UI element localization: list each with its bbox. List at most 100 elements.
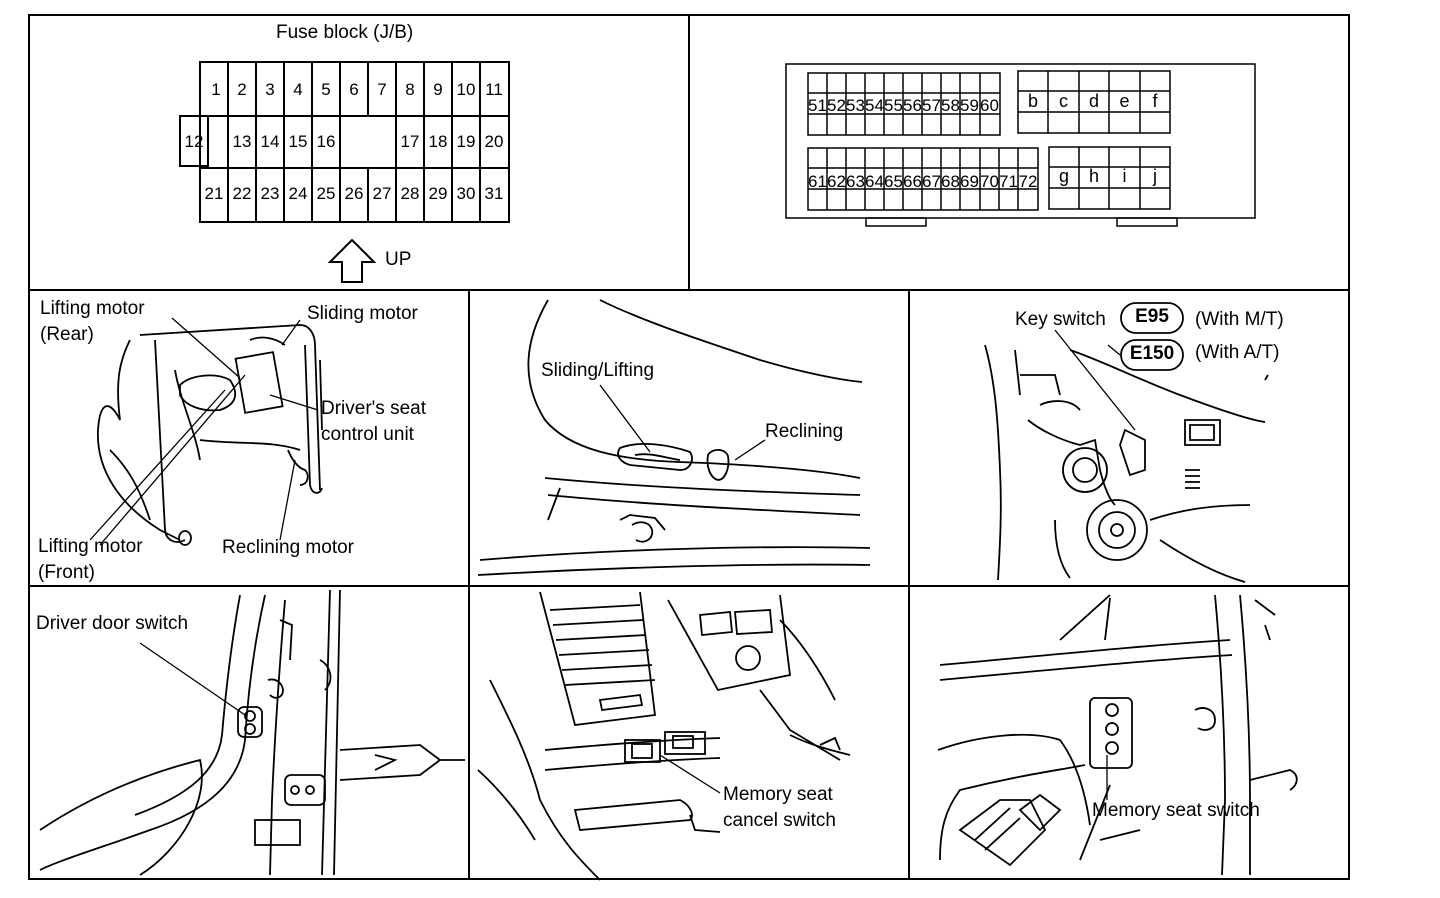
key-switch-drawing [984, 302, 1269, 583]
fuse-cell: 16 [316, 132, 336, 151]
pin-label: c [1059, 91, 1068, 111]
fuse-cell: 9 [433, 80, 443, 99]
divider-row2 [28, 585, 1350, 587]
fuse-block-grid [179, 61, 510, 283]
fuse-cell: 25 [316, 184, 336, 203]
pin-label: 61 [808, 172, 827, 191]
memory-seat-cancel-line2: cancel switch [723, 810, 836, 831]
fuse-cell: 12 [184, 132, 204, 151]
fuse-cell: 4 [293, 80, 303, 99]
door-switch-drawing [39, 589, 465, 876]
fuse-cell: 24 [288, 184, 308, 203]
divider-mid-right [908, 289, 910, 880]
up-label: UP [385, 249, 412, 270]
fuse-block-title: Fuse block (J/B) [276, 22, 414, 43]
fuse-cell: 15 [288, 132, 308, 151]
lifting-motor-rear-label: Lifting motor (Rear) [40, 298, 145, 346]
fuse-cell: 30 [456, 184, 476, 203]
sliding-motor-label: Sliding motor [307, 303, 418, 324]
fuse-cell: 26 [344, 184, 364, 203]
fuse-cell: 6 [349, 80, 359, 99]
pin-label: h [1088, 166, 1099, 186]
fuse-cell: 3 [265, 80, 275, 99]
lifting-motor-rear-line1: Lifting motor [40, 298, 145, 319]
pin-label: 52 [827, 96, 846, 115]
lifting-motor-front-line2: (Front) [38, 562, 95, 583]
fuse-cell: 29 [428, 184, 448, 203]
divider-top [688, 14, 690, 290]
fuse-cell: 13 [232, 132, 252, 151]
reclining-label: Reclining [765, 421, 844, 442]
connector-outline [785, 63, 1256, 227]
pin-label: b [1027, 91, 1038, 111]
fuse-cell: 19 [456, 132, 476, 151]
e95-badge: E95 [1135, 306, 1169, 327]
lifting-motor-rear-line2: (Rear) [40, 324, 94, 345]
pin-label: 54 [865, 96, 884, 115]
e150-badge-outline [1120, 339, 1184, 371]
fuse-cell: 31 [484, 184, 504, 203]
up-arrow-icon [327, 238, 377, 283]
fuse-cell: 1 [211, 80, 221, 99]
pin-label: 59 [960, 96, 979, 115]
fuse-cell: 14 [260, 132, 280, 151]
fuse-cell: 28 [400, 184, 420, 203]
fuse-cell: 10 [456, 80, 476, 99]
seat-control-unit-line1: Driver's seat [321, 398, 426, 419]
pin-label: 72 [1018, 172, 1038, 191]
pin-label: 60 [980, 96, 999, 115]
pin-label: i [1122, 166, 1127, 186]
memory-seat-cancel-line1: Memory seat [723, 784, 833, 805]
pin-label: g [1058, 166, 1069, 186]
pin-label: 64 [865, 172, 884, 191]
divider-mid-left [468, 289, 470, 880]
pin-label: 51 [808, 96, 827, 115]
pin-label: 53 [846, 96, 865, 115]
memory-seat-switch-label: Memory seat switch [1092, 800, 1260, 821]
lifting-motor-front-label: Lifting motor (Front) [38, 536, 143, 584]
pin-label: 71 [999, 172, 1018, 191]
seat-control-unit-label: Driver's seat control unit [321, 398, 426, 446]
driver-door-switch-label: Driver door switch [36, 613, 189, 634]
pin-label: 55 [884, 96, 903, 115]
e150-badge: E150 [1129, 343, 1175, 364]
pin-label: 67 [922, 172, 941, 191]
fuse-cell: 27 [372, 184, 392, 203]
fuse-cell: 17 [400, 132, 420, 151]
pin-label: 56 [903, 96, 922, 115]
fuse-cell: 2 [237, 80, 247, 99]
pin-label: 63 [846, 172, 865, 191]
seat-switch-drawing [477, 299, 871, 576]
fuse-cell: 20 [484, 132, 504, 151]
with-mt-label: (With M/T) [1195, 309, 1284, 330]
fuse-cell: 7 [377, 80, 387, 99]
memory-switch-drawing [937, 594, 1298, 876]
pin-label: 62 [827, 172, 846, 191]
e95-badge-outline [1120, 302, 1184, 334]
with-at-label: (With A/T) [1195, 342, 1280, 363]
cancel-switch-drawing [477, 591, 851, 881]
fuse-cell: 21 [204, 184, 224, 203]
pin-label: d [1088, 91, 1099, 111]
pin-label: 66 [903, 172, 922, 191]
pin-label: e [1119, 91, 1130, 111]
lifting-motor-front-line1: Lifting motor [38, 536, 143, 557]
pin-label: 65 [884, 172, 903, 191]
pin-label: 57 [922, 96, 941, 115]
pin-label: 68 [941, 172, 960, 191]
fuse-cell: 11 [485, 80, 503, 99]
fuse-cell: 22 [232, 184, 252, 203]
fuse-cell: 5 [321, 80, 331, 99]
reclining-motor-label: Reclining motor [222, 537, 354, 558]
fuse-cell: 8 [405, 80, 415, 99]
seat-back-drawing [89, 317, 323, 546]
pin-label: 58 [941, 96, 960, 115]
fuse-cell: 23 [260, 184, 280, 203]
key-switch-label: Key switch [1015, 309, 1106, 330]
pin-label: 69 [960, 172, 979, 191]
pin-label: 70 [980, 172, 999, 191]
pin-label: j [1153, 166, 1157, 186]
memory-seat-cancel-label: Memory seat cancel switch [723, 784, 836, 832]
seat-control-unit-line2: control unit [321, 424, 414, 445]
fuse-cell: 18 [428, 132, 448, 151]
